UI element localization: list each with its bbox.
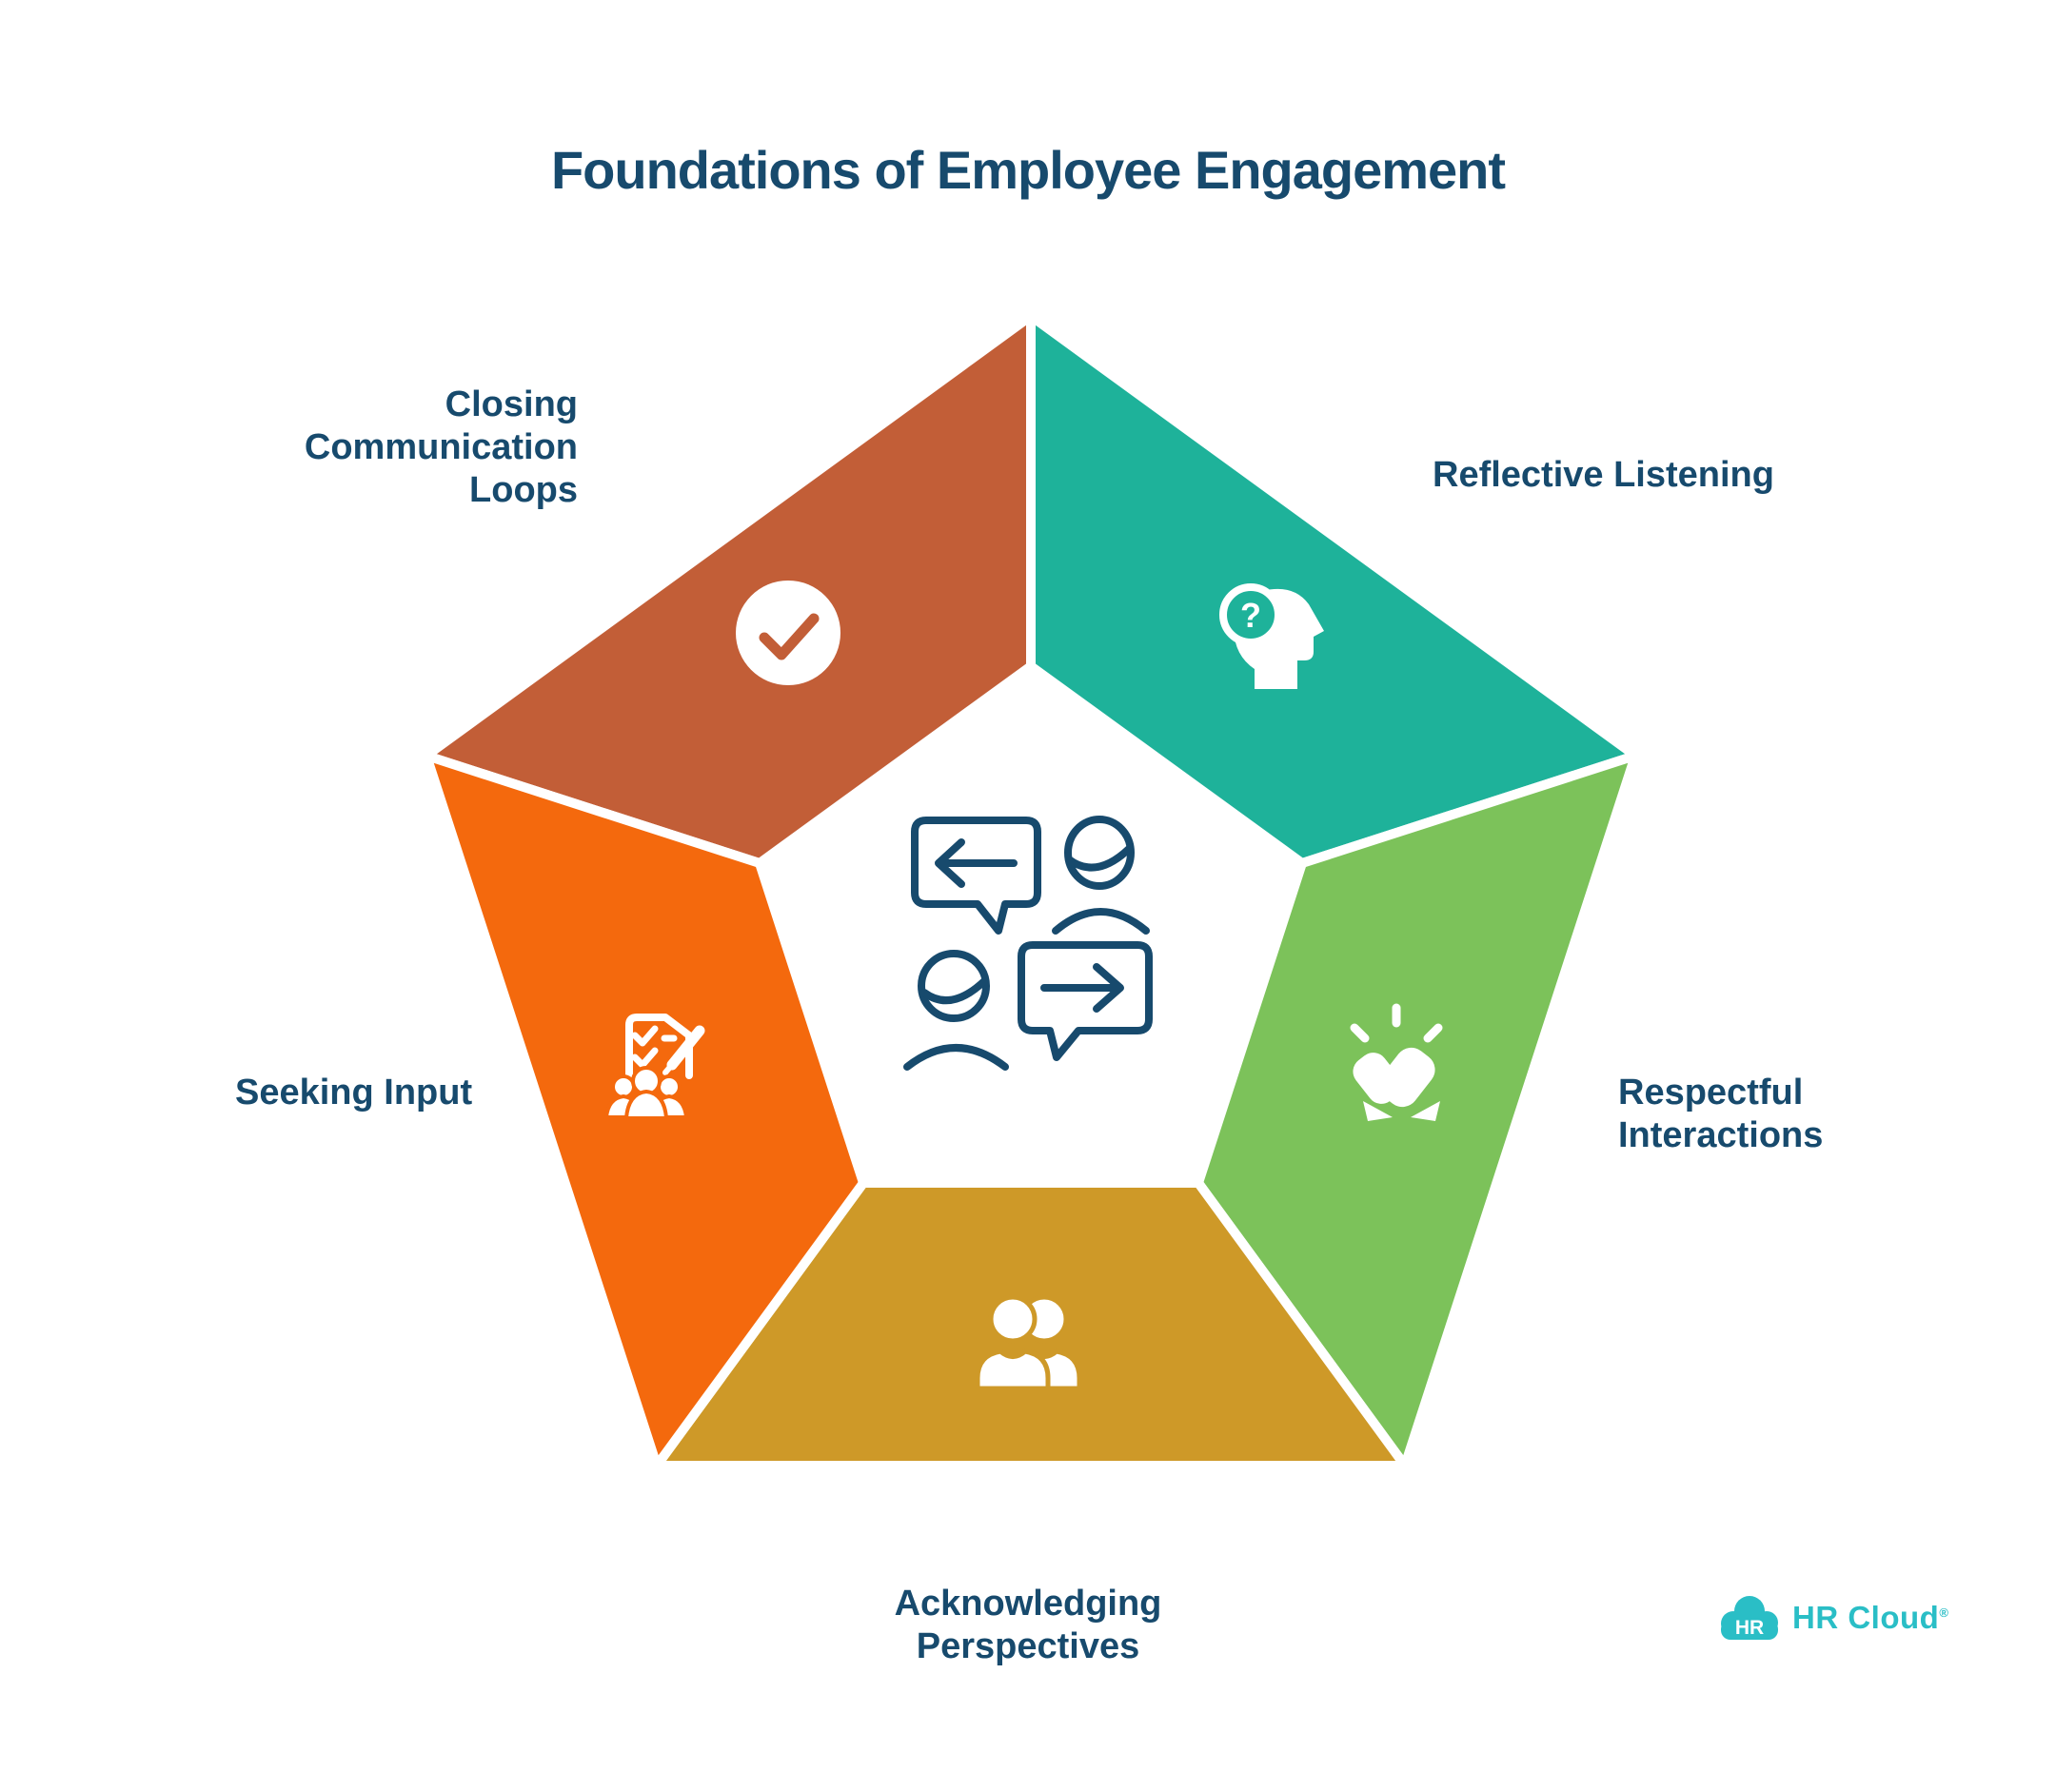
right-wrist [1411, 1101, 1440, 1121]
conversation-exchange-icon [903, 816, 1153, 1071]
ray-right [1423, 1023, 1443, 1043]
arrow-right [1040, 963, 1124, 1013]
label-closing-communication-loops: Closing Communication Loops [304, 384, 578, 510]
logo-wordmark: HR Cloud® [1792, 1600, 1948, 1636]
person-bottom-shoulders [903, 1044, 1009, 1071]
check-mark [759, 613, 820, 660]
ray-left [1350, 1023, 1370, 1043]
registered-mark: ® [1939, 1605, 1949, 1620]
survey-document [625, 1014, 693, 1079]
check-circle-bg [736, 581, 840, 685]
audience-center-body [623, 1089, 669, 1120]
cloud-shape [1721, 1596, 1778, 1640]
person-top-head [1064, 816, 1135, 890]
person-bottom-head [918, 950, 990, 1022]
audience-right-head [657, 1074, 682, 1099]
check-circle-icon [736, 581, 840, 685]
person-top-hairline [1065, 844, 1134, 872]
fists [1353, 1047, 1440, 1121]
survey-pen-people-icon [603, 1014, 705, 1120]
magnifier-lens [1219, 583, 1282, 646]
speech-bubble-left [911, 817, 1041, 935]
arrow-left [935, 838, 1018, 888]
pen-tip [662, 1063, 674, 1075]
audience-group [603, 1066, 689, 1120]
label-respectful-interactions: Respectful Interactions [1618, 1073, 1824, 1155]
hr-cloud-logo: HR HR Cloud® [1719, 1595, 1948, 1641]
left-wrist [1363, 1101, 1393, 1121]
label-reflective-listening: Reflective Listening [1433, 455, 1774, 495]
survey-check-2 [631, 1047, 659, 1069]
logo-badge-text: HR [1735, 1617, 1764, 1639]
fist-bump-icon [1350, 1003, 1443, 1121]
label-seeking-input: Seeking Input [235, 1073, 473, 1113]
hr-cloud-logo-icon: HR [1721, 1596, 1778, 1640]
speech-bubble-right [1018, 941, 1153, 1061]
survey-check-1 [631, 1025, 659, 1047]
label-acknowledging-perspectives: Acknowledging Perspectives [894, 1584, 1162, 1666]
right-fist [1378, 1047, 1435, 1108]
impact-rays [1350, 1003, 1443, 1043]
head-question-magnifier-icon: ? [1219, 583, 1324, 689]
person-top-shoulders [1052, 908, 1150, 935]
pen-shaft [666, 1025, 705, 1071]
page-title: Foundations of Employee Engagement [550, 140, 1506, 200]
magnifier-handle [1267, 630, 1296, 660]
logo-name: HR Cloud [1792, 1600, 1940, 1635]
two-people-icon [975, 1294, 1082, 1391]
audience-left-head [611, 1074, 636, 1099]
question-mark-glyph: ? [1240, 596, 1261, 635]
person-front-body [975, 1349, 1051, 1391]
person-bottom-hairline [920, 977, 988, 1005]
person-front [975, 1294, 1051, 1391]
person-front-head [988, 1294, 1038, 1344]
